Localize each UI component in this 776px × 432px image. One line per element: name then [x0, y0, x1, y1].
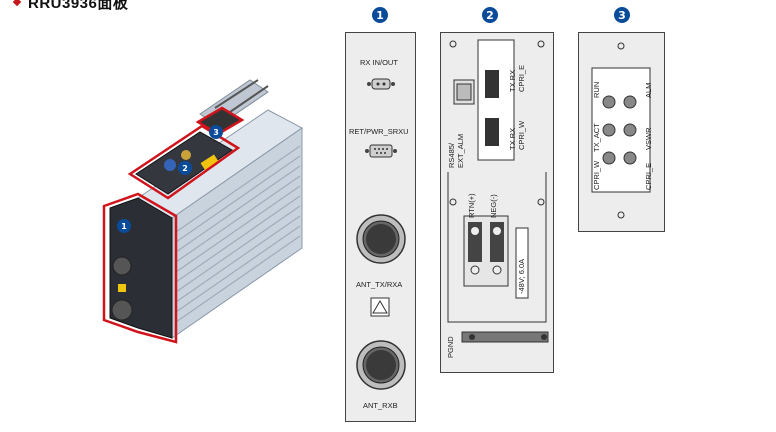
label-rtn: RTN(+) [467, 193, 476, 218]
label-pgnd: PGND [446, 336, 455, 358]
warning-sign-icon [370, 297, 390, 317]
label-ant-rxb: ANT_RXB [363, 401, 398, 410]
ret-pwr-connector-icon [365, 144, 397, 158]
led-label-cpri-e: CPRI_E [644, 162, 653, 190]
badge-panel-1: 1 [372, 7, 388, 23]
svg-text:2: 2 [182, 164, 188, 173]
led-label-tx-act: TX_ACT [592, 123, 601, 152]
badge-panel-2: 2 [482, 7, 498, 23]
badge-panel-3: 3 [614, 7, 630, 23]
page-title: RRU3936面板 [28, 0, 129, 12]
rx-inout-connector-icon [367, 78, 395, 90]
svg-text:3: 3 [213, 128, 219, 137]
label-neg: NEG(-) [489, 194, 498, 218]
ant-txrxa-connector-icon [356, 214, 406, 264]
led-label-vswr: VSWR [644, 127, 653, 151]
label-rx-inout: RX IN/OUT [360, 58, 398, 67]
led-label-cpri-w: CPRI_W [592, 160, 601, 190]
svg-text:1: 1 [121, 222, 127, 231]
title-row: RRU3936面板 [12, 0, 129, 13]
label-rs485: RS485/ EXT_ALM [447, 133, 465, 168]
device-illustration: 1 2 3 [102, 79, 303, 344]
maintenance-panel-drawing [447, 39, 549, 343]
label-tx-rx-cpri-e: TX RX CPRI_E [508, 64, 526, 92]
ant-rxb-connector-icon [356, 340, 406, 390]
label-rating: -48V; 6.0A [517, 258, 526, 294]
bullet-icon [12, 0, 22, 7]
label-ret-pwr: RET/PWR_SRXU [349, 127, 409, 136]
led-label-alm: ALM [644, 82, 653, 98]
label-ant-txrxa: ANT_TX/RXA [356, 280, 403, 289]
led-label-run: RUN [592, 81, 601, 98]
label-tx-rx-cpri-w: TX RX CPRI_W [508, 120, 526, 150]
indicator-panel-drawing [591, 42, 651, 219]
